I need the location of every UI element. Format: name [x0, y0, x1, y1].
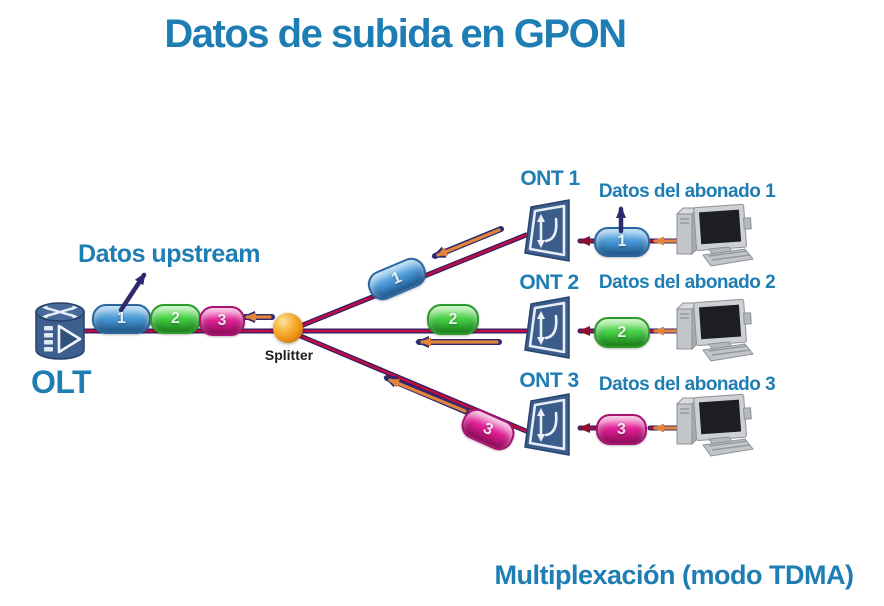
computer1-icon [675, 203, 754, 267]
trunk-packet-3: 3 [199, 306, 245, 336]
subscriber2-packet: 2 [594, 317, 650, 348]
branch1-upstream-arrow [431, 226, 504, 259]
ont3-label: ONT 3 [519, 369, 579, 392]
computer2-icon [675, 298, 754, 362]
ont2-icon [524, 296, 570, 359]
subscriber1-packet: 1 [594, 227, 650, 257]
trunk-packet-1: 1 [92, 304, 151, 334]
packet-number: 1 [389, 268, 405, 289]
trunk-packet-2: 2 [150, 304, 201, 334]
ont1-icon [524, 199, 570, 262]
splitter-label: Splitter [264, 347, 314, 363]
subscriber2-label: Datos del abonado 2 [598, 272, 776, 293]
packet-number: 3 [217, 312, 227, 329]
page-title: Datos de subida en GPON [164, 12, 627, 56]
upstream-label: Datos upstream [78, 240, 260, 268]
footer-caption: Multiplexación (modo TDMA) [494, 560, 854, 590]
ont2-label: ONT 2 [519, 271, 579, 294]
olt-label: OLT [30, 364, 92, 400]
subscriber3-packet: 3 [596, 414, 647, 445]
splitter-icon [273, 313, 303, 343]
subscriber1-label: Datos del abonado 1 [598, 181, 776, 202]
branch3-upstream-arrow [383, 375, 470, 415]
subscriber3-label: Datos del abonado 3 [598, 374, 776, 395]
packet-number: 2 [448, 310, 458, 328]
packet-number: 1 [117, 310, 126, 327]
packet-number: 3 [480, 419, 496, 439]
branch-packet-2: 2 [427, 304, 479, 335]
olt-icon [35, 302, 85, 360]
ont1-label: ONT 1 [520, 167, 580, 190]
computer3-icon [675, 393, 754, 457]
packet-number: 3 [617, 420, 626, 438]
ont3-icon [524, 393, 570, 456]
packet-number: 1 [617, 233, 627, 250]
packet-number: 2 [617, 323, 627, 341]
packet-number: 2 [171, 310, 180, 327]
